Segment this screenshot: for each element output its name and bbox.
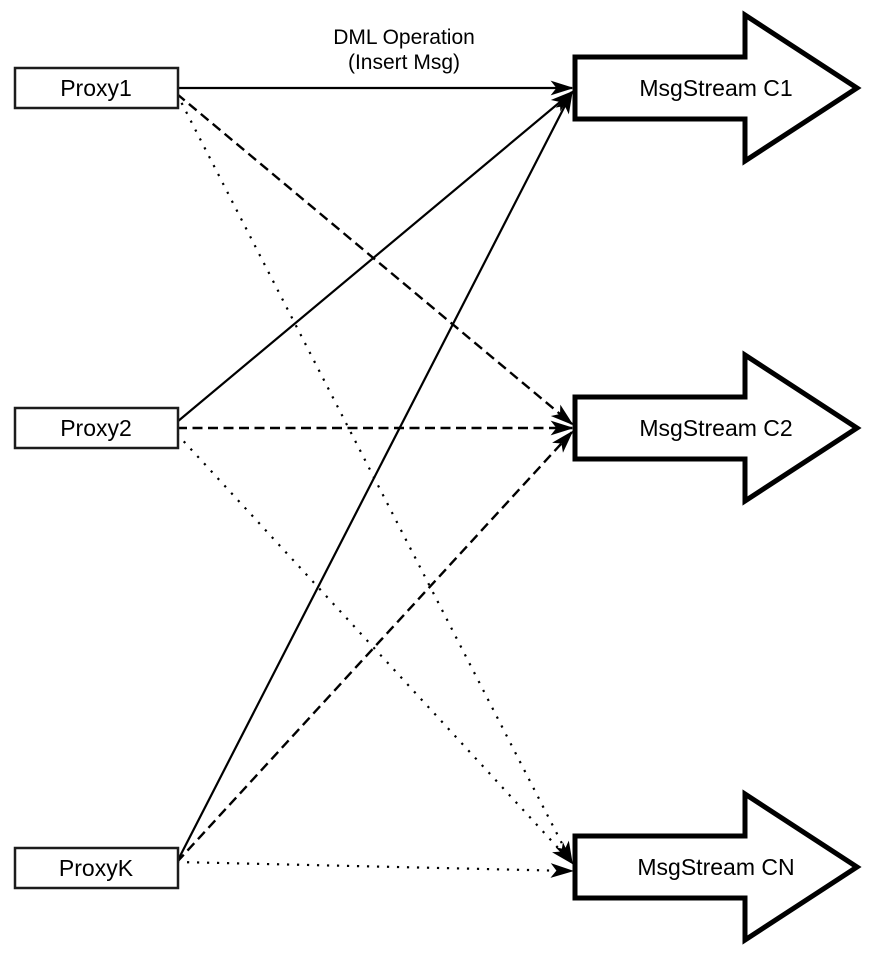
edge-proxyk-c1-solid <box>176 90 573 863</box>
header-label-group: DML Operation (Insert Msg) <box>333 26 475 74</box>
msgstream-c2-label: MsgStream C2 <box>639 415 792 441</box>
edge-proxyk-cn-dotted <box>176 860 574 878</box>
proxy2-box <box>13 406 180 450</box>
edges-layer <box>176 80 574 878</box>
stream-node-c1: MsgStream C1 <box>572 10 862 166</box>
msgstream-c2-arrow <box>572 350 862 506</box>
edge-proxyk-c2-dashed <box>176 430 574 863</box>
edge-proxy1-cn-dotted <box>176 93 573 865</box>
proxyk-box <box>13 846 180 890</box>
proxy-node-proxy1: Proxy1 <box>13 66 180 110</box>
msgstream-cn-arrow <box>572 789 862 945</box>
msgstream-c1-label: MsgStream C1 <box>639 75 792 101</box>
edge-proxy1-c2-dashed <box>176 93 574 426</box>
msgstream-c1-arrow <box>572 10 862 166</box>
proxy-node-proxyk: ProxyK <box>13 846 180 890</box>
proxy2-label: Proxy2 <box>60 415 132 441</box>
stream-node-c2: MsgStream C2 <box>572 350 862 506</box>
edge-proxy2-c1-solid <box>176 90 574 423</box>
header-line2: (Insert Msg) <box>348 51 460 74</box>
header-line1: DML Operation <box>333 26 475 49</box>
proxy-node-proxy2: Proxy2 <box>13 406 180 450</box>
proxy1-label: Proxy1 <box>60 75 132 101</box>
proxy1-box <box>13 66 180 110</box>
proxyk-label: ProxyK <box>59 855 134 881</box>
stream-node-cn: MsgStream CN <box>572 789 862 945</box>
msgstream-cn-label: MsgStream CN <box>637 854 794 880</box>
edge-proxy2-cn-dotted <box>176 433 574 865</box>
